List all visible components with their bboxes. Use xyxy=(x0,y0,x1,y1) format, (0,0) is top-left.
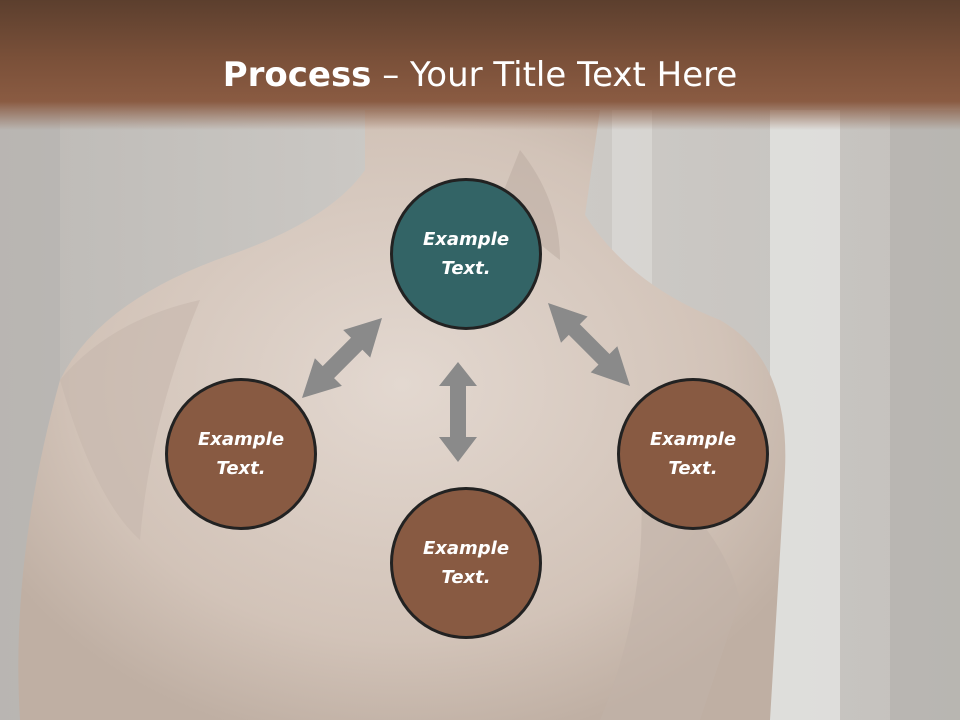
title-bar xyxy=(0,0,960,130)
title-bold: Process xyxy=(222,55,372,95)
process-node-bottom[interactable]: Example Text. xyxy=(390,487,542,639)
process-node-right[interactable]: Example Text. xyxy=(617,378,769,530)
process-node-left[interactable]: Example Text. xyxy=(165,378,317,530)
node-left-text: Example Text. xyxy=(197,429,285,479)
node-top-text: Example Text. xyxy=(422,229,510,279)
arrow-vertical xyxy=(439,362,477,462)
process-node-top[interactable]: Example Text. xyxy=(390,178,542,330)
node-right-text: Example Text. xyxy=(649,429,737,479)
title-rest: – Your Title Text Here xyxy=(371,55,738,95)
slide-title: Process – Your Title Text Here xyxy=(0,50,960,100)
arrow-top-right xyxy=(548,303,630,386)
arrow-top-left xyxy=(302,318,382,398)
node-bottom-text: Example Text. xyxy=(422,538,510,588)
